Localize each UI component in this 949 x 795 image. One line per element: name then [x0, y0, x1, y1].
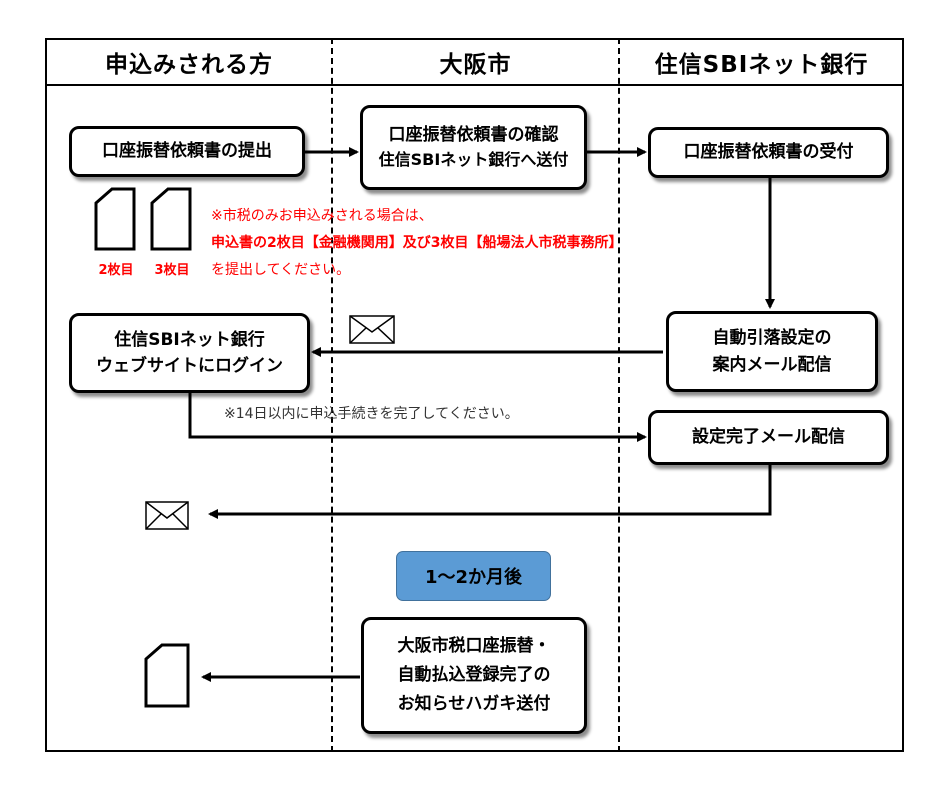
- document-icon-2: [94, 187, 136, 251]
- document-icon-3: [150, 187, 192, 251]
- box-submit-form: 口座振替依頼書の提出: [69, 126, 305, 177]
- postcard-icon: [144, 643, 190, 708]
- box-confirm-line1: 口座振替依頼書の確認: [388, 124, 559, 145]
- timing-label: 1～2か月後: [424, 567, 523, 588]
- arrow-login-to-complete: [188, 393, 647, 442]
- column-header-city: 大阪市: [439, 52, 512, 78]
- box-auto-debit-mail: 自動引落設定の 案内メール配信: [666, 311, 878, 392]
- note-city-tax-line1: ※市税のみお申込みされる場合は、: [211, 208, 433, 224]
- box-auto-line2: 案内メール配信: [712, 354, 832, 375]
- box-confirm-line2: 住信SBIネット銀行へ送付: [378, 150, 569, 170]
- box-postcard: 大阪市税口座振替・ 自動払込登録完了の お知らせハガキ送付: [361, 617, 587, 734]
- box-receive-form: 口座振替依頼書の受付: [648, 127, 889, 178]
- envelope-icon-complete: [145, 501, 189, 530]
- envelope-icon-auto: [349, 315, 395, 344]
- column-divider-2: [618, 38, 620, 752]
- doc-label-3: 3枚目: [154, 263, 190, 278]
- column-divider-1: [331, 38, 333, 752]
- box-submit-form-label: 口座振替依頼書の提出: [102, 141, 272, 162]
- box-postcard-line1: 大阪市税口座振替・: [397, 636, 551, 657]
- diagram-frame: [45, 38, 904, 752]
- box-auto-line1: 自動引落設定の: [712, 328, 832, 349]
- timing-badge: 1～2か月後: [396, 551, 551, 601]
- column-header-applicant: 申込みされる方: [105, 52, 273, 78]
- box-login-website: 住信SBIネット銀行 ウェブサイトにログイン: [69, 313, 310, 393]
- box-complete-mail: 設定完了メール配信: [648, 410, 889, 465]
- box-receive-form-label: 口座振替依頼書の受付: [683, 142, 854, 163]
- box-login-line2: ウェブサイトにログイン: [96, 356, 283, 376]
- column-header-bank: 住信SBIネット銀行: [654, 52, 869, 78]
- box-postcard-line2: 自動払込登録完了の: [397, 665, 551, 686]
- arrow-complete-to-applicant: [208, 465, 772, 519]
- doc-label-2: 2枚目: [98, 263, 134, 278]
- box-confirm-form: 口座振替依頼書の確認 住信SBIネット銀行へ送付: [360, 105, 587, 190]
- header-divider: [45, 84, 904, 86]
- note-deadline: ※14日以内に申込手続きを完了してください。: [224, 406, 519, 422]
- box-complete-mail-label: 設定完了メール配信: [692, 427, 845, 448]
- note-city-tax-line2: 申込書の2枚目【金融機関用】及び3枚目【船場法人市税事務所】: [211, 235, 623, 251]
- note-city-tax-line3: を提出してください。: [211, 262, 351, 278]
- box-login-line1: 住信SBIネット銀行: [114, 329, 265, 350]
- box-postcard-line3: お知らせハガキ送付: [397, 693, 551, 714]
